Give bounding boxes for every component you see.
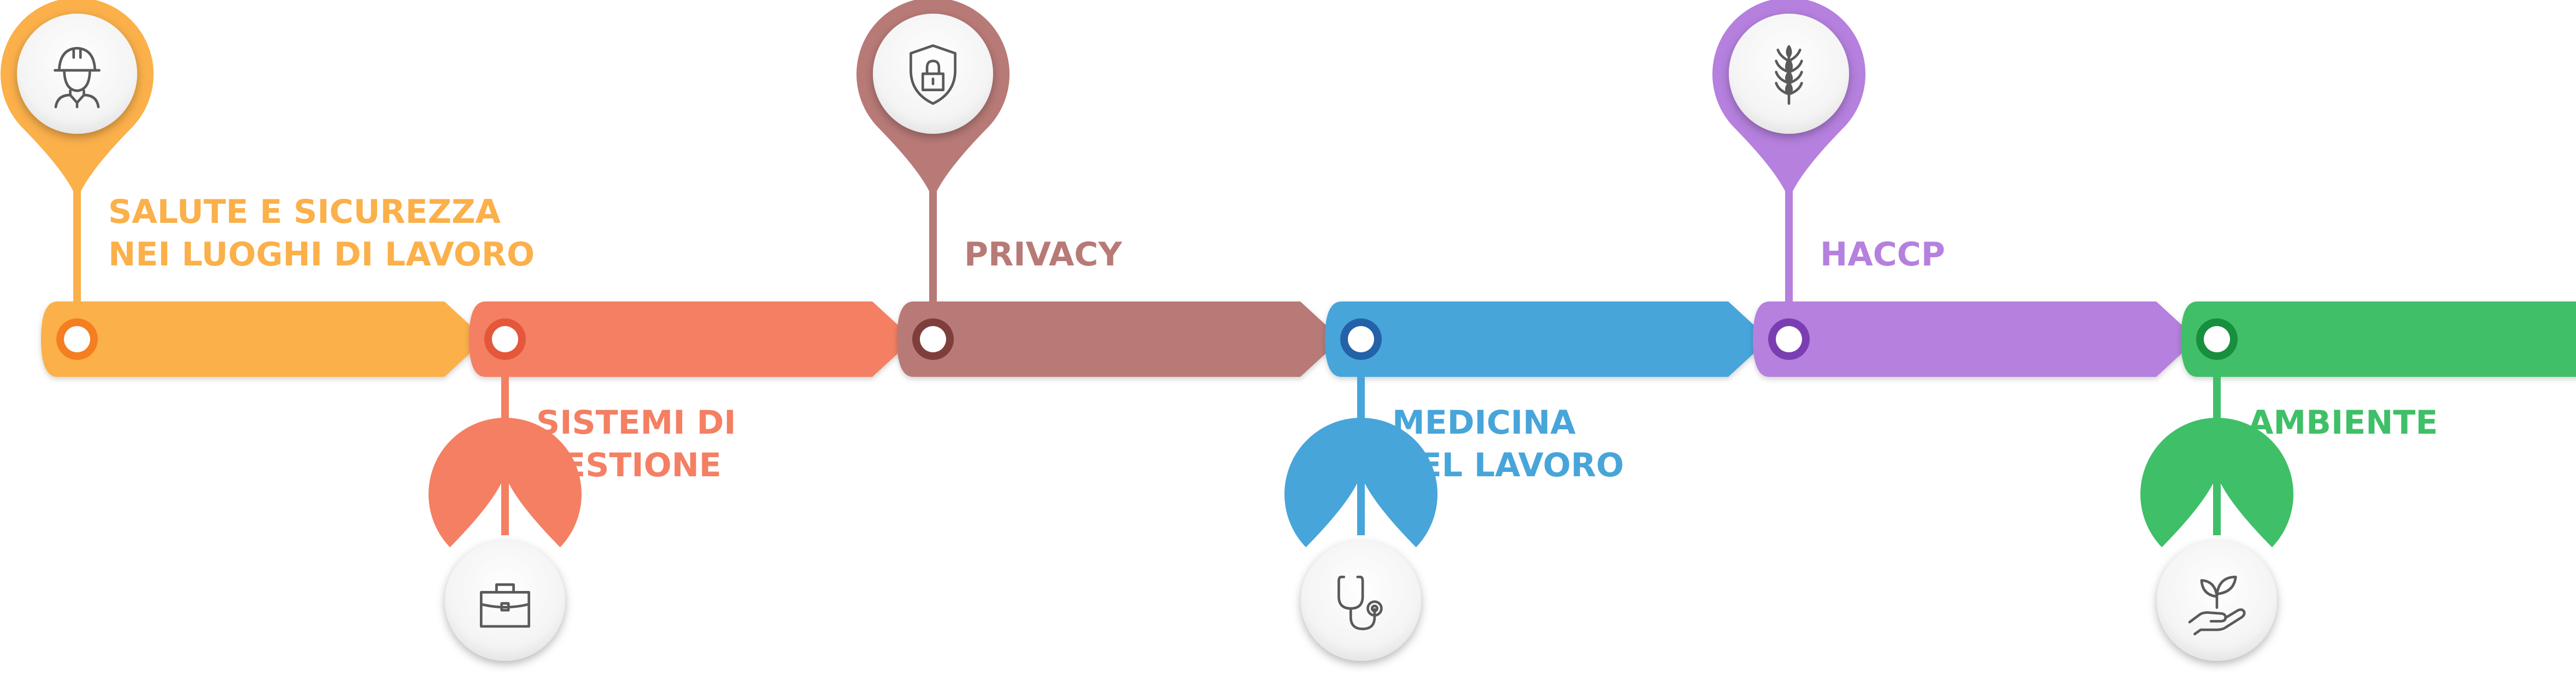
- nodes-layer: [56, 318, 2238, 360]
- step-label-salute: SALUTE E SICUREZZA NEI LUOGHI DI LAVORO: [108, 191, 535, 276]
- wheat-icon-stroke: [1785, 70, 1793, 85]
- shield-lock-icon-stroke: [925, 60, 941, 75]
- node-center-privacy: [920, 326, 946, 352]
- plant-hand-icon: [2188, 575, 2246, 636]
- arrow-band-sistemi: [469, 301, 913, 377]
- wheat-icon-stroke: [1785, 81, 1793, 96]
- arrows-layer: [41, 301, 2576, 377]
- icon-disc-sistemi: [445, 541, 565, 661]
- step-label-ambiente: AMBIENTE: [2248, 401, 2438, 444]
- construction-worker-icon-stroke: [63, 70, 91, 92]
- node-center-ambiente: [2204, 326, 2230, 352]
- step-label-medicina: MEDICINA DEL LAVORO: [1392, 401, 1624, 487]
- step-label-haccp: HACCP: [1820, 233, 1945, 276]
- step-label-line: GESTIONE: [536, 446, 721, 484]
- briefcase-icon-stroke: [500, 602, 510, 612]
- step-label-line: SISTEMI DI: [536, 404, 736, 442]
- wheat-icon: [1775, 45, 1803, 105]
- node-center-haccp: [1776, 326, 1802, 352]
- arrow-band-medicina: [1325, 301, 1769, 377]
- map-pin-ambiente: [2140, 417, 2293, 547]
- briefcase-icon-stroke: [479, 602, 531, 609]
- node-center-medicina: [1348, 326, 1374, 352]
- wheat-icon-stroke: [1786, 45, 1792, 58]
- plant-hand-icon-stroke: [2188, 611, 2227, 624]
- step-label-line: MEDICINA: [1392, 404, 1576, 442]
- wheat-icon-stroke: [1785, 58, 1793, 74]
- step-label-line: DEL LAVORO: [1392, 446, 1624, 484]
- stethoscope-icon: [1337, 575, 1383, 630]
- stethoscope-icon-stroke: [1349, 607, 1376, 630]
- plant-hand-icon-stroke: [2200, 579, 2219, 598]
- step-label-sistemi: SISTEMI DI GESTIONE: [536, 401, 736, 487]
- plant-hand-icon-stroke: [2193, 608, 2246, 636]
- construction-worker-icon: [54, 46, 101, 109]
- stethoscope-icon-stroke: [1366, 600, 1383, 617]
- arrow-band-salute: [41, 301, 485, 377]
- map-pin-medicina: [1284, 417, 1437, 547]
- briefcase-icon-stroke: [495, 583, 515, 594]
- stethoscope-icon-stroke: [1370, 605, 1378, 612]
- step-label-line: HACCP: [1820, 235, 1945, 274]
- node-center-sistemi: [492, 326, 518, 352]
- arrow-band-privacy: [897, 301, 1341, 377]
- pins-layer: [1, 0, 2293, 661]
- map-pin-sistemi: [429, 417, 582, 547]
- node-center-salute: [64, 326, 90, 352]
- icon-disc-salute: [17, 14, 137, 134]
- step-label-line: SALUTE E SICUREZZA: [108, 193, 501, 231]
- shield-lock-icon-stroke: [921, 72, 945, 91]
- shield-lock-icon-stroke: [909, 44, 957, 105]
- arrow-band-ambiente: [2181, 301, 2576, 377]
- plant-hand-icon-stroke: [2215, 575, 2237, 595]
- step-label-line: PRIVACY: [964, 235, 1122, 274]
- construction-worker-icon-stroke: [57, 46, 97, 72]
- step-label-privacy: PRIVACY: [964, 233, 1122, 276]
- construction-worker-icon-stroke: [72, 48, 82, 59]
- step-label-line: NEI LUOGHI DI LAVORO: [108, 235, 535, 274]
- arrow-band-haccp: [1753, 301, 2197, 377]
- briefcase-icon: [479, 583, 531, 628]
- step-label-line: AMBIENTE: [2248, 404, 2438, 442]
- shield-lock-icon: [909, 44, 957, 105]
